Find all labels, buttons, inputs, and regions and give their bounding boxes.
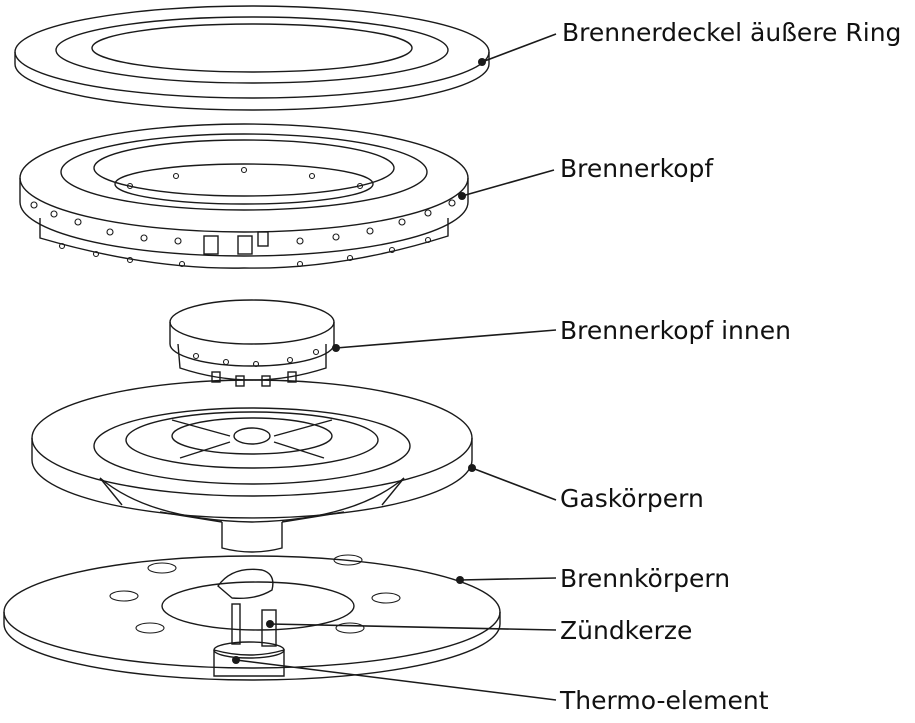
burner-head-part [19,123,469,269]
outer-ring-label: Brennerdeckel äußere Ring [562,18,902,47]
leader-dots [232,58,486,664]
base-plate-part [3,554,501,681]
spark-plug-label: Zündkerze [560,616,693,645]
burner-head-label: Brennerkopf [560,154,714,183]
burn-body-label: Brennkörpern [560,564,731,593]
outer-ring-part [14,5,490,111]
burner-head-inner-label: Brennerkopf innen [560,316,791,345]
leader-lines [235,33,557,701]
gas-body-label: Gaskörpern [560,484,704,513]
thermo-element-label: Thermo-element [560,686,769,715]
inner-head-part [169,299,335,387]
gas-body-part [31,379,473,553]
